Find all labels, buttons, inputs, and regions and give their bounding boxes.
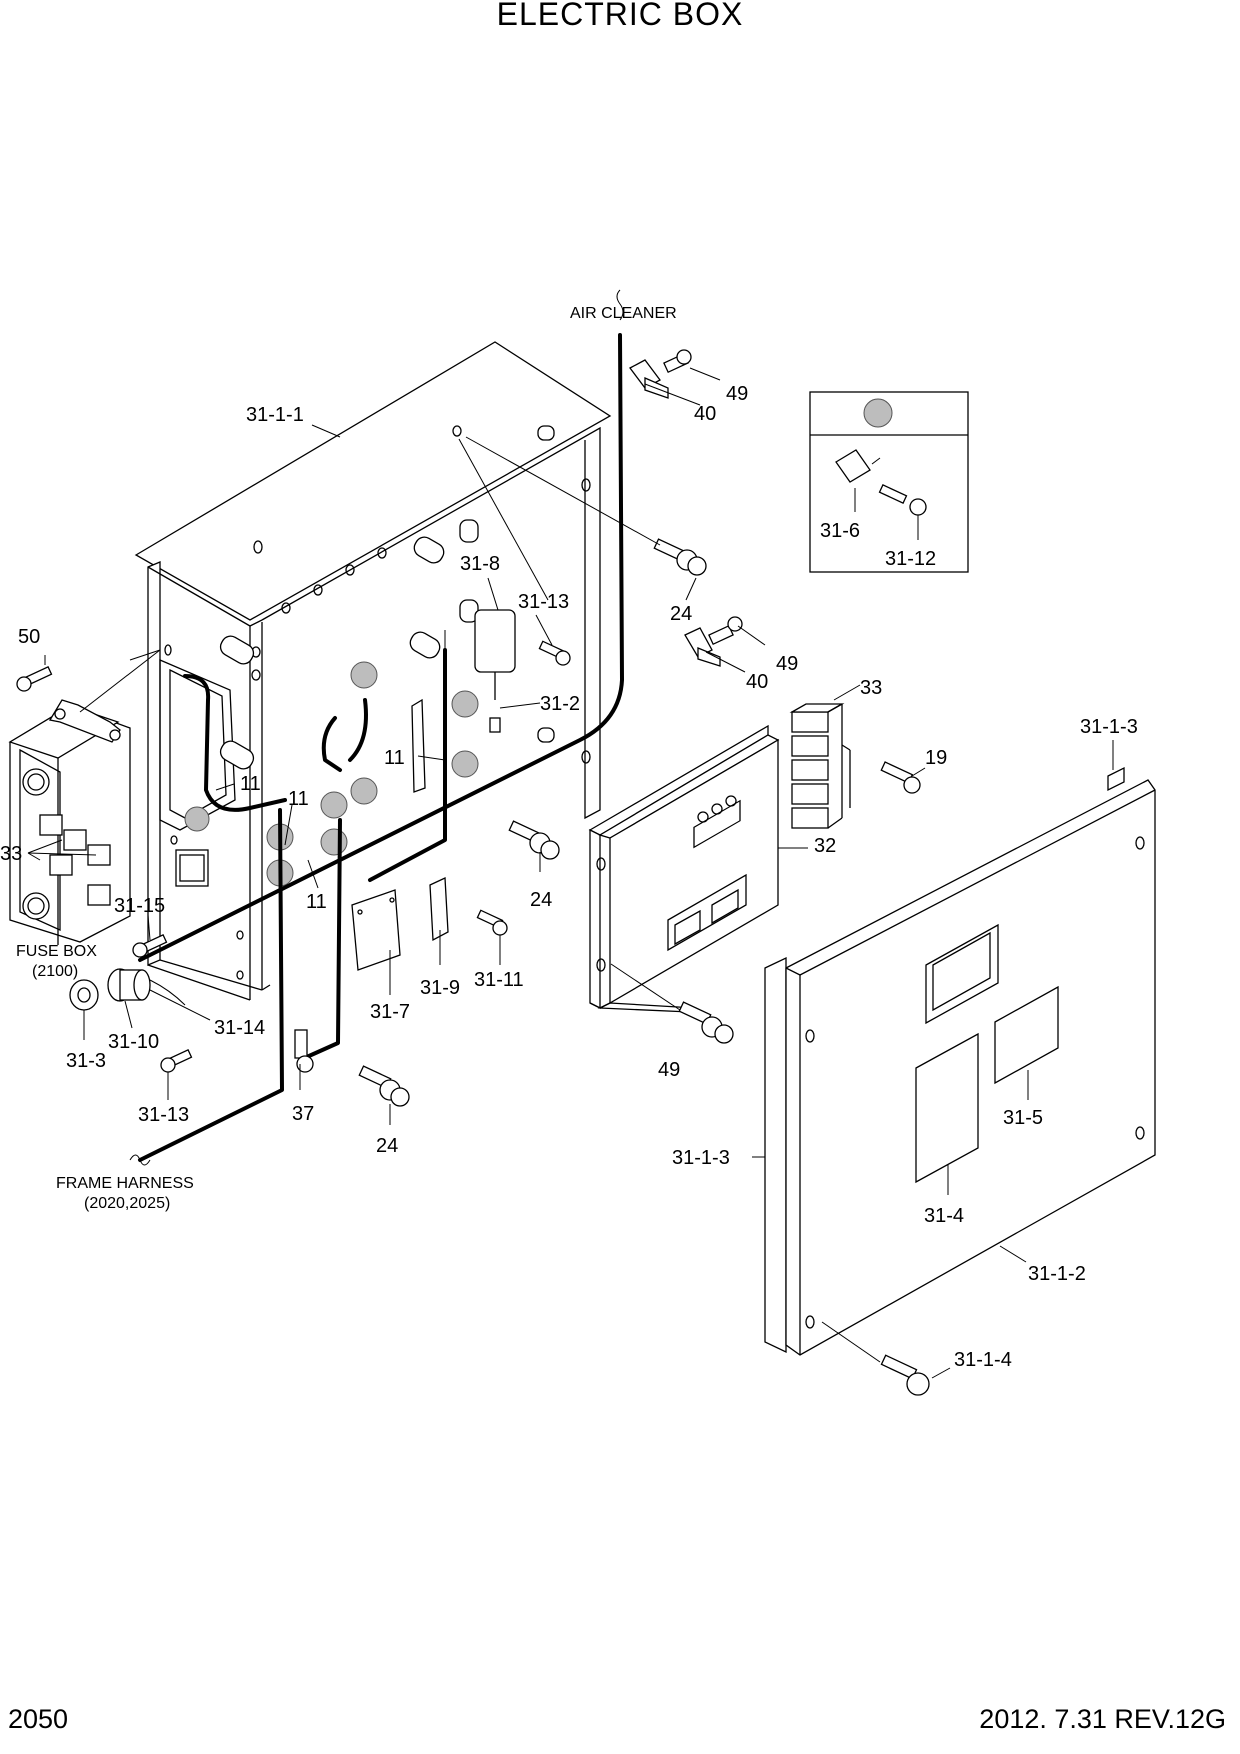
callout-31-1-2: 31-1-2	[1028, 1263, 1086, 1285]
callout-11-upper-left: 11	[240, 773, 261, 795]
callout-31-3: 31-3	[66, 1050, 106, 1072]
callout-31-6: 31-6	[820, 520, 860, 542]
part-callouts: 31-1-1 49 40 31-6 31-12 31-8 31-13 24 49…	[0, 383, 1138, 1371]
callout-31-1-3-top: 31-1-3	[1080, 716, 1138, 738]
callout-31-1-3-side: 31-1-3	[672, 1147, 730, 1169]
controller-module	[588, 724, 780, 1013]
callout-50: 50	[18, 626, 40, 648]
revision-date: 2012. 7.31 REV.12G	[979, 1704, 1226, 1734]
callout-24-bottom: 24	[376, 1135, 398, 1157]
callout-31-12: 31-12	[885, 548, 936, 570]
callout-24-mid: 24	[530, 889, 552, 911]
callout-31-7: 31-7	[370, 1001, 410, 1023]
callout-11-right: 11	[384, 747, 405, 769]
page-title: ELECTRIC BOX	[496, 0, 744, 32]
callout-31-14: 31-14	[214, 1017, 265, 1039]
callout-31-8: 31-8	[460, 553, 500, 575]
note-air-cleaner: AIR CLEANER	[570, 305, 677, 322]
callout-31-13-top: 31-13	[518, 591, 569, 613]
page-number: 2050	[8, 1704, 69, 1734]
note-fuse-box: FUSE BOX	[16, 943, 97, 960]
callout-49-lower: 49	[658, 1059, 680, 1081]
callout-49-mid: 49	[776, 653, 798, 675]
callout-37: 37	[292, 1103, 314, 1125]
callout-32: 32	[814, 835, 836, 857]
callout-31-5: 31-5	[1003, 1107, 1043, 1129]
callout-31-10: 31-10	[108, 1031, 159, 1053]
fuse-box	[8, 699, 131, 945]
note-frame-harness: FRAME HARNESS	[56, 1175, 194, 1192]
leader-lines	[27, 367, 1114, 1379]
callout-11-lower: 11	[306, 891, 327, 913]
callout-33-right: 33	[860, 677, 882, 699]
callout-11-middle: 11	[288, 788, 309, 810]
callout-40-mid: 40	[746, 671, 768, 693]
callout-49-top: 49	[726, 383, 748, 405]
box-housing	[134, 341, 612, 1001]
callout-31-13-bottom: 31-13	[138, 1104, 189, 1126]
callout-31-1-4: 31-1-4	[954, 1349, 1012, 1371]
callout-31-1-1: 31-1-1	[246, 404, 304, 426]
note-frame-harness-ref: (2020,2025)	[84, 1195, 170, 1212]
small-parts	[16, 349, 969, 1396]
callout-31-4: 31-4	[924, 1205, 964, 1227]
callout-40-top: 40	[694, 403, 716, 425]
callout-31-9: 31-9	[420, 977, 460, 999]
callout-31-2: 31-2	[540, 693, 580, 715]
callout-19: 19	[925, 747, 947, 769]
relay-block	[789, 703, 851, 829]
box-cover	[764, 766, 1156, 1356]
callout-24-top: 24	[670, 603, 692, 625]
callout-31-15: 31-15	[114, 895, 165, 917]
wire-harness	[129, 289, 624, 1166]
note-fuse-box-ref: (2100)	[32, 963, 78, 980]
callout-31-11: 31-11	[474, 969, 524, 991]
callout-33-left: 33	[0, 843, 22, 865]
notes: AIR CLEANER FUSE BOX (2100) FRAME HARNES…	[16, 305, 677, 1212]
